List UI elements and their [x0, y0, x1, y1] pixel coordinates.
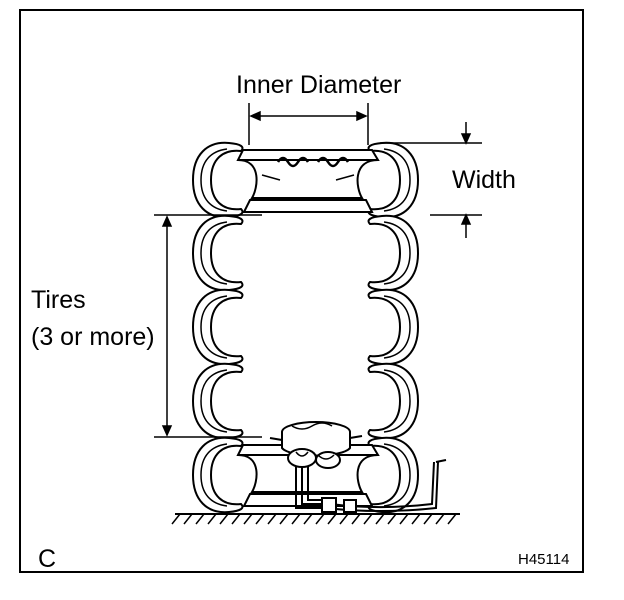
corner-code-label: C	[38, 545, 57, 573]
motor-assembly	[269, 421, 363, 469]
figure-id-label: H45114	[518, 551, 570, 568]
width-dimension	[380, 122, 482, 238]
top-wheel	[192, 141, 418, 219]
tires-label: Tires	[31, 286, 86, 314]
inner-diameter-label: Inner Diameter	[236, 71, 402, 99]
ground	[171, 513, 460, 525]
width-label: Width	[452, 166, 516, 194]
middle-tire-1	[192, 214, 418, 292]
inner-diameter-dimension	[248, 103, 369, 145]
middle-tire-2	[192, 288, 418, 366]
tires-quantity-label: (3 or more)	[31, 323, 155, 351]
tires-stack-dimension	[154, 214, 262, 438]
hoses	[295, 459, 447, 513]
